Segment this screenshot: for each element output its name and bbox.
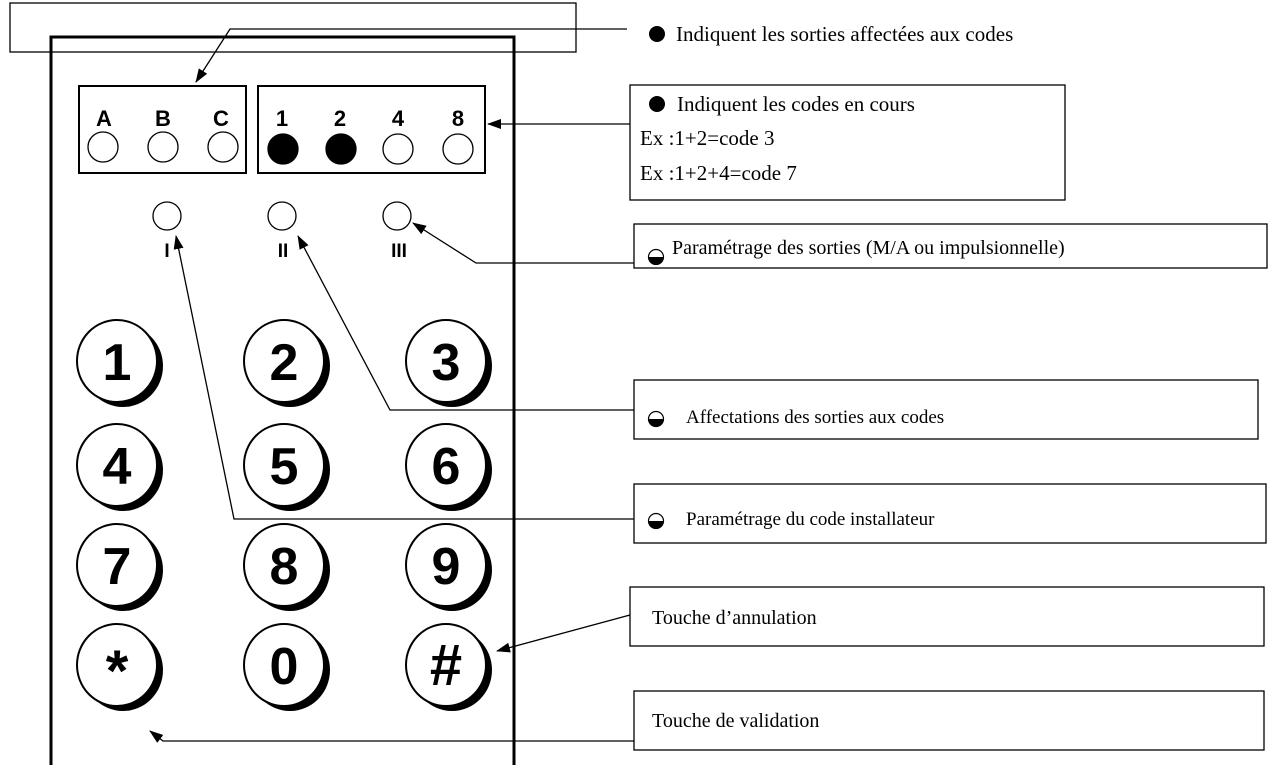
key-label: # bbox=[430, 633, 462, 698]
codes-annotation-line-3: Ex :1+2+4=code 7 bbox=[640, 161, 797, 185]
cancel-leader bbox=[496, 614, 631, 653]
key-hash[interactable]: # bbox=[405, 623, 492, 711]
code-digit-4: 4 bbox=[392, 106, 405, 131]
mode-leds: I II III bbox=[152, 201, 412, 262]
key-face[interactable] bbox=[405, 423, 487, 507]
codes-display-box bbox=[257, 85, 486, 174]
key-label: 9 bbox=[432, 538, 461, 596]
key-label: 4 bbox=[103, 438, 132, 496]
key-label: 7 bbox=[103, 538, 132, 596]
output-letter-b: B bbox=[155, 106, 171, 131]
keypad-body bbox=[49, 35, 516, 765]
key-8[interactable]: 8 bbox=[243, 523, 330, 611]
key-label: 8 bbox=[270, 538, 299, 596]
key-face[interactable] bbox=[405, 523, 487, 607]
installer-annotation: Paramétrage du code installateur bbox=[686, 509, 935, 530]
key-label: 2 bbox=[270, 334, 299, 392]
key-7[interactable]: 7 bbox=[76, 523, 163, 611]
key-label: 1 bbox=[103, 334, 132, 392]
mode-label-i: I bbox=[164, 241, 169, 262]
outputs-annotation: Indiquent les sorties affectées aux code… bbox=[676, 22, 1013, 46]
codes-annotation-line-1: Indiquent les codes en cours bbox=[677, 92, 915, 116]
key-face[interactable] bbox=[243, 623, 325, 707]
code-digit-2: 2 bbox=[334, 106, 346, 131]
assignments-annotation: Affectations des sorties aux codes bbox=[686, 407, 944, 428]
cancel-annotation: Touche d’annulation bbox=[652, 607, 817, 629]
installer-annotation-box bbox=[633, 483, 1267, 544]
key-4[interactable]: 4 bbox=[76, 423, 163, 511]
cancel-annotation-box bbox=[629, 586, 1265, 647]
key-label: 6 bbox=[432, 438, 461, 496]
key-label: 3 bbox=[432, 334, 461, 392]
mode-led-i bbox=[152, 201, 182, 231]
half-filled-circle-icon bbox=[647, 512, 665, 530]
key-face[interactable] bbox=[76, 423, 158, 507]
output-params-annotation: Paramétrage des sorties (M/A ou impulsio… bbox=[672, 237, 1065, 259]
code-led-4 bbox=[382, 133, 414, 165]
filled-circle-icon bbox=[649, 26, 665, 42]
code-led-8 bbox=[442, 133, 474, 165]
output-led-a bbox=[87, 131, 119, 163]
output-params-leader bbox=[412, 222, 634, 264]
key-face[interactable] bbox=[243, 523, 325, 607]
header-strip bbox=[9, 2, 577, 53]
output-params-annotation-box bbox=[633, 223, 1268, 269]
key-1[interactable]: 1 bbox=[76, 319, 163, 407]
mode-label-iii: III bbox=[391, 241, 407, 262]
output-letter-c: C bbox=[213, 106, 229, 131]
key-9[interactable]: 9 bbox=[405, 523, 492, 611]
codes-display: 1 2 4 8 bbox=[257, 85, 486, 174]
mode-led-iii bbox=[382, 201, 412, 231]
annotations: Indiquent les sorties affectées aux code… bbox=[629, 22, 1268, 751]
key-star[interactable]: * bbox=[76, 623, 163, 711]
outputs-leader bbox=[195, 28, 627, 83]
output-led-c bbox=[207, 131, 239, 163]
key-face[interactable] bbox=[405, 319, 487, 403]
key-face[interactable] bbox=[405, 623, 487, 707]
output-led-b bbox=[147, 131, 179, 163]
key-label: * bbox=[106, 639, 129, 704]
codes-annotation-line-2: Ex :1+2=code 3 bbox=[640, 126, 775, 150]
mode-led-ii bbox=[267, 201, 297, 231]
key-0[interactable]: 0 bbox=[243, 623, 330, 711]
filled-circle-icon bbox=[649, 96, 665, 112]
key-3[interactable]: 3 bbox=[405, 319, 492, 407]
key-face[interactable] bbox=[243, 319, 325, 403]
outputs-display: A B C bbox=[78, 85, 247, 174]
half-filled-circle-icon bbox=[647, 410, 665, 428]
output-letter-a: A bbox=[96, 106, 112, 131]
key-face[interactable] bbox=[76, 523, 158, 607]
validate-leader bbox=[149, 730, 634, 743]
codes-annotation-box bbox=[629, 84, 1066, 201]
key-label: 0 bbox=[270, 638, 299, 696]
validate-annotation-box bbox=[633, 690, 1265, 751]
key-2[interactable]: 2 bbox=[243, 319, 330, 407]
mode-label-ii: II bbox=[278, 241, 289, 262]
code-led-1 bbox=[267, 133, 299, 165]
key-face[interactable] bbox=[76, 623, 158, 707]
leader-lines bbox=[149, 28, 634, 743]
key-5[interactable]: 5 bbox=[243, 423, 330, 511]
code-led-2 bbox=[325, 133, 357, 165]
code-digit-1: 1 bbox=[276, 106, 288, 131]
validate-annotation: Touche de validation bbox=[652, 710, 819, 732]
installer-leader bbox=[173, 235, 634, 520]
code-digit-8: 8 bbox=[452, 106, 464, 131]
keypad-keys: 1 2 3 4 5 6 7 8 9 * 0 # bbox=[76, 319, 492, 711]
key-label: 5 bbox=[270, 438, 299, 496]
key-face[interactable] bbox=[243, 423, 325, 507]
assignments-leader bbox=[297, 235, 634, 411]
key-face[interactable] bbox=[76, 319, 158, 403]
half-filled-circle-icon bbox=[647, 248, 665, 266]
outputs-display-box bbox=[78, 85, 247, 174]
key-6[interactable]: 6 bbox=[405, 423, 492, 511]
